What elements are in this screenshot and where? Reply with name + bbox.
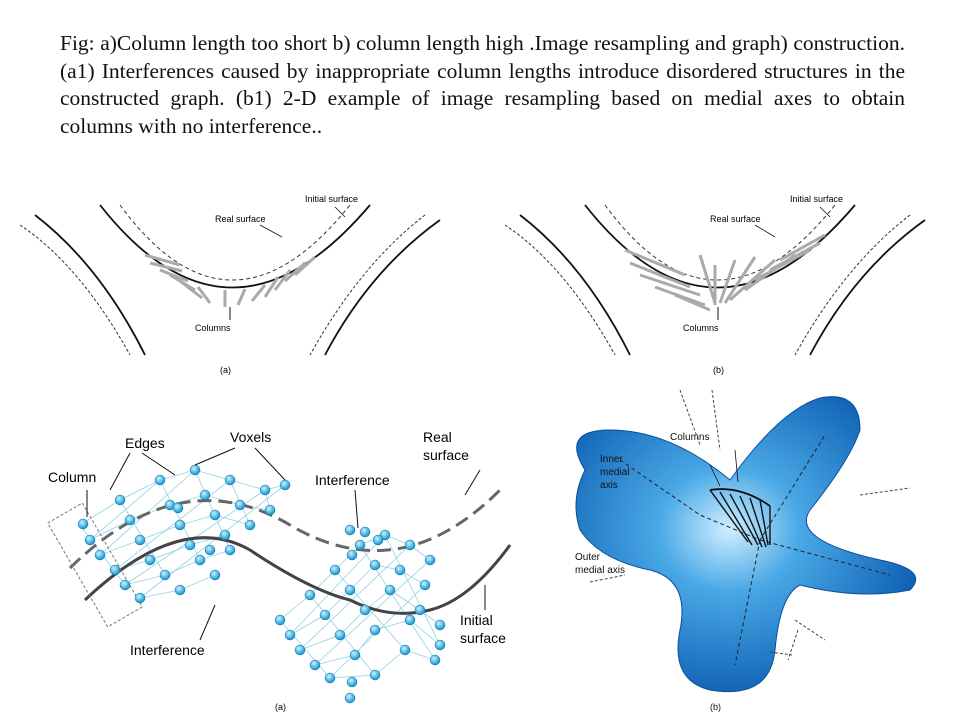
figure-caption: Fig: a)Column length too short b) column…	[60, 31, 905, 138]
subfigure-label: (a)	[220, 365, 231, 375]
label-initial-surface: surface	[460, 630, 506, 646]
label-axis: axis	[600, 480, 618, 491]
real-surface-curve	[119, 204, 351, 281]
shape	[575, 396, 917, 693]
voxels	[77, 464, 446, 704]
label-initial-surface: Initial surface	[305, 195, 358, 204]
figure-bottom-a: Edges Voxels Column Interference Real su…	[46, 429, 512, 712]
outer-solid-curves	[34, 214, 441, 356]
subfigure-label: (a)	[275, 702, 286, 712]
label-medial: medial	[600, 467, 629, 478]
inner-medial-axis	[619, 434, 891, 666]
label-real: Real	[423, 429, 452, 445]
initial-surface-curve	[99, 204, 371, 289]
label-initial-surface: Initial surface	[790, 195, 843, 204]
label-arrows	[86, 447, 486, 641]
label-voxels: Voxels	[230, 429, 271, 445]
label-columns: Columns	[670, 432, 709, 443]
label-outer-medial-axis: medial axis	[575, 565, 625, 576]
figure-top-b: Columns Initial surface Real surface (b)	[505, 195, 926, 375]
figure-top-a: Columns Initial surface Real surface (a)	[20, 195, 441, 375]
outer-dashed-curves	[20, 214, 426, 356]
outer-medial-axis	[589, 390, 911, 661]
label-real-surface: Real surface	[710, 214, 761, 224]
subfigure-label: (b)	[713, 365, 724, 375]
initial-surface-curve	[83, 536, 512, 615]
label-real-surface: Real surface	[215, 214, 266, 224]
columns	[144, 253, 317, 307]
label-column: Column	[48, 469, 96, 485]
column-box	[46, 502, 144, 628]
label-columns: Columns	[683, 323, 719, 333]
label-columns: Columns	[195, 323, 231, 333]
label-inner: Inner	[600, 454, 623, 465]
label-interference-top: Interference	[315, 472, 390, 488]
label-interference-bottom: Interference	[130, 642, 205, 658]
long-columns	[624, 233, 826, 312]
label-surface: surface	[423, 447, 469, 463]
label-edges: Edges	[125, 435, 165, 451]
figure-bottom-b: Columns Inner medial axis Outer medial a…	[575, 390, 917, 712]
label-outer: Outer	[575, 552, 601, 563]
real-surface-curve	[68, 488, 502, 570]
label-initial: Initial	[460, 612, 493, 628]
columns	[709, 488, 771, 548]
subfigure-label: (b)	[710, 702, 721, 712]
